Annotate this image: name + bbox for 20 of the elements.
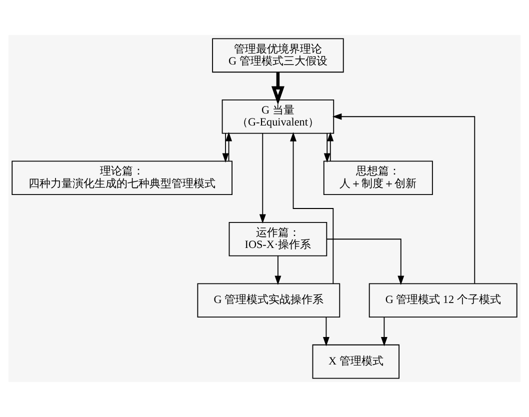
arrow: [332, 113, 476, 284]
arrow: [290, 132, 334, 284]
node-box: G 当量 （G-Equivalent）: [222, 99, 334, 134]
arrow: [222, 132, 229, 163]
arrow: [226, 132, 232, 162]
node-box: X 管理模式: [312, 344, 400, 379]
node-box: 思想篇： 人＋制度＋创新: [323, 160, 433, 196]
arrow: [322, 316, 330, 346]
node-box: G 管理模式实战操作系: [197, 283, 340, 318]
arrow: [380, 316, 388, 346]
node-box: G 管理模式 12 个子模式: [368, 283, 518, 318]
arrow: [327, 132, 334, 162]
node-box: 理论篇： 四种力量演化生成的七种典型管理模式: [12, 160, 232, 196]
arrow: [274, 255, 282, 286]
arrow: [326, 238, 404, 286]
arrow: [271, 72, 284, 105]
node-box: 管理最优境界理论 G 管理模式三大假设: [212, 38, 344, 73]
arrow: [259, 132, 266, 224]
node-box: 运作篇： IOS-X·操作系: [228, 222, 328, 256]
arrow: [324, 132, 330, 163]
